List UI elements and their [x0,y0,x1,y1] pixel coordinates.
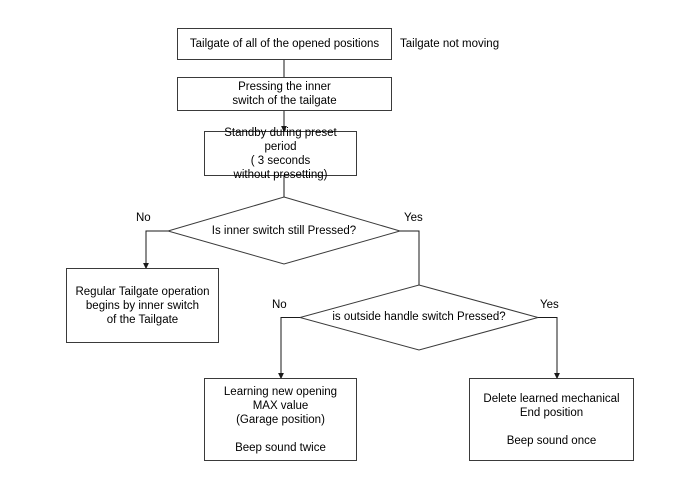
decision-inner-switch-diamond [166,196,402,265]
decision-outside-handle-label: is outside handle switch Pressed? [332,311,506,323]
edge-label-decision1-no: No [136,212,151,224]
connector-decision2-yes [538,317,560,380]
decision-inner-switch-label: Is inner switch still Pressed? [211,225,357,237]
node-regular-operation: Regular Tailgate operation begins by inn… [66,268,219,343]
decision-outside-handle-diamond [298,284,540,351]
edge-label-decision2-yes: Yes [540,299,559,311]
node-learning-new-opening: Learning new opening MAX value (Garage p… [204,378,357,461]
node-delete-learned: Delete learned mechanical End position B… [469,378,634,461]
node-start: Tailgate of all of the opened positions [177,28,392,60]
node-press-inner-switch: Pressing the inner switch of the tailgat… [177,77,392,111]
connector-decision1-no [143,230,168,270]
connector-decision1-yes [400,230,420,285]
node-standby: Standby during preset period ( 3 seconds… [204,127,357,181]
edge-label-decision2-no: No [272,299,287,311]
annotation-tailgate-not-moving: Tailgate not moving [400,38,500,50]
connector-decision2-no [278,317,300,380]
edge-label-decision1-yes: Yes [404,212,423,224]
